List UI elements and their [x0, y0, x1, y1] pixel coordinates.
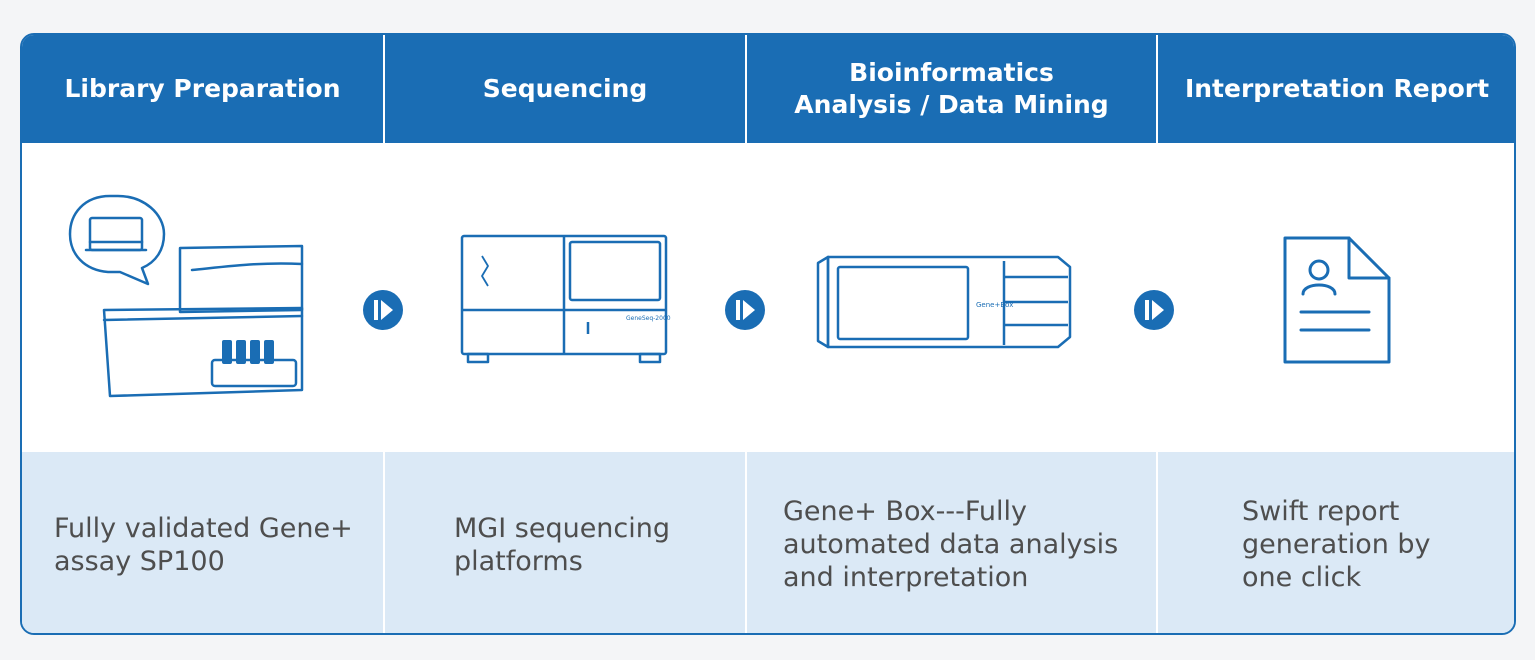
column-divider: [1156, 35, 1158, 633]
step-desc-bioinformatics: Gene+ Box---Fully automated data analysi…: [783, 496, 1119, 593]
analysis-server-icon: Gene+Box: [816, 255, 1072, 349]
sequencer-icon: GeneSeq-2000: [460, 234, 671, 364]
step-title-interpretation-report: Interpretation Report: [1184, 74, 1490, 103]
step-desc-library-preparation: Fully validated Gene+ assay SP100: [54, 512, 353, 577]
analysis-box-label: Gene+Box: [976, 301, 1013, 309]
step-desc-interpretation-report: Swift report generation by one click: [1242, 496, 1431, 593]
column-divider: [745, 35, 747, 633]
workflow-panel: Library Preparation Sequencing Bioinform…: [20, 33, 1516, 635]
step-title-bioinformatics: Bioinformatics Analysis / Data Mining: [794, 58, 1109, 119]
column-divider: [383, 35, 385, 633]
step-desc-sequencing: MGI sequencing platforms: [454, 512, 671, 577]
description-band: [22, 452, 1514, 633]
next-step-arrow-icon: [363, 290, 403, 330]
lab-instrument-icon: [68, 194, 304, 398]
step-title-library-preparation: Library Preparation: [64, 74, 341, 103]
next-step-arrow-icon: [725, 290, 765, 330]
report-document-icon: [1283, 236, 1391, 364]
sequencer-label: GeneSeq-2000: [626, 315, 671, 322]
step-title-sequencing: Sequencing: [482, 74, 648, 103]
next-step-arrow-icon: [1134, 290, 1174, 330]
header-band: [22, 35, 1514, 143]
